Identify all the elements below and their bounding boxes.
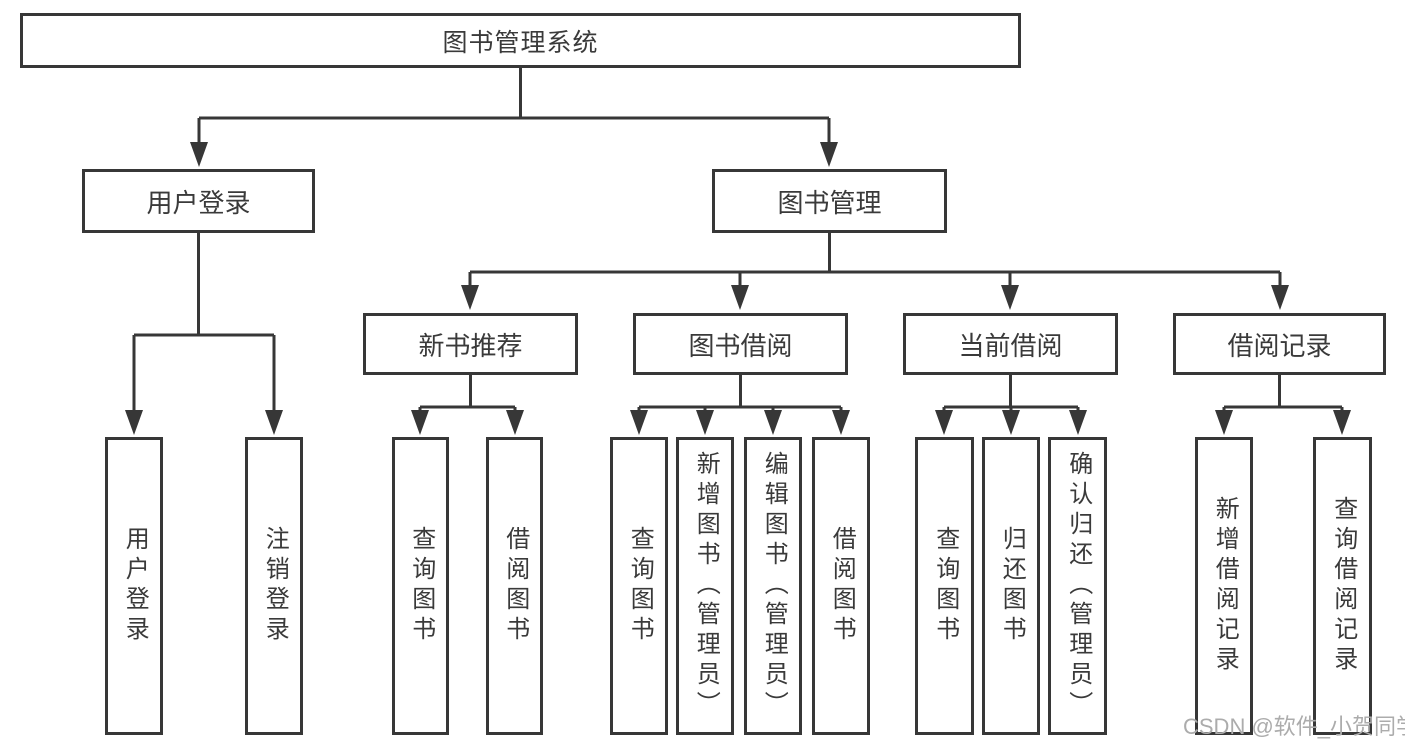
node-current-borrowing: 当前借阅 [903,313,1118,375]
node-new-book-recommendation: 新书推荐 [363,313,578,375]
leaf-return-books: 归还图书 [982,437,1040,735]
leaf-add-borrow-record: 新增借阅记录 [1195,437,1253,735]
leaf-query-books-recommend: 查询图书 [392,437,449,735]
node-user-login: 用户登录 [82,169,315,233]
leaf-add-books-admin: 新增图书（管理员） [676,437,734,735]
leaf-confirm-return-admin: 确认归还（管理员） [1048,437,1107,735]
leaf-borrow-books-borrowing: 借阅图书 [812,437,870,735]
leaf-query-books-borrowing: 查询图书 [610,437,668,735]
leaf-edit-books-admin: 编辑图书（管理员） [744,437,802,735]
leaf-logout: 注销登录 [245,437,303,735]
leaf-borrow-books-recommend: 借阅图书 [486,437,543,735]
node-book-borrowing: 图书借阅 [633,313,848,375]
leaf-user-login: 用户登录 [105,437,163,735]
leaf-query-borrow-record: 查询借阅记录 [1313,437,1372,735]
node-book-management: 图书管理 [712,169,947,233]
csdn-watermark: CSDN @软件_小贺同学 [1183,714,1405,739]
node-borrowing-records: 借阅记录 [1173,313,1386,375]
leaf-query-books-current: 查询图书 [915,437,974,735]
node-root: 图书管理系统 [20,13,1021,68]
